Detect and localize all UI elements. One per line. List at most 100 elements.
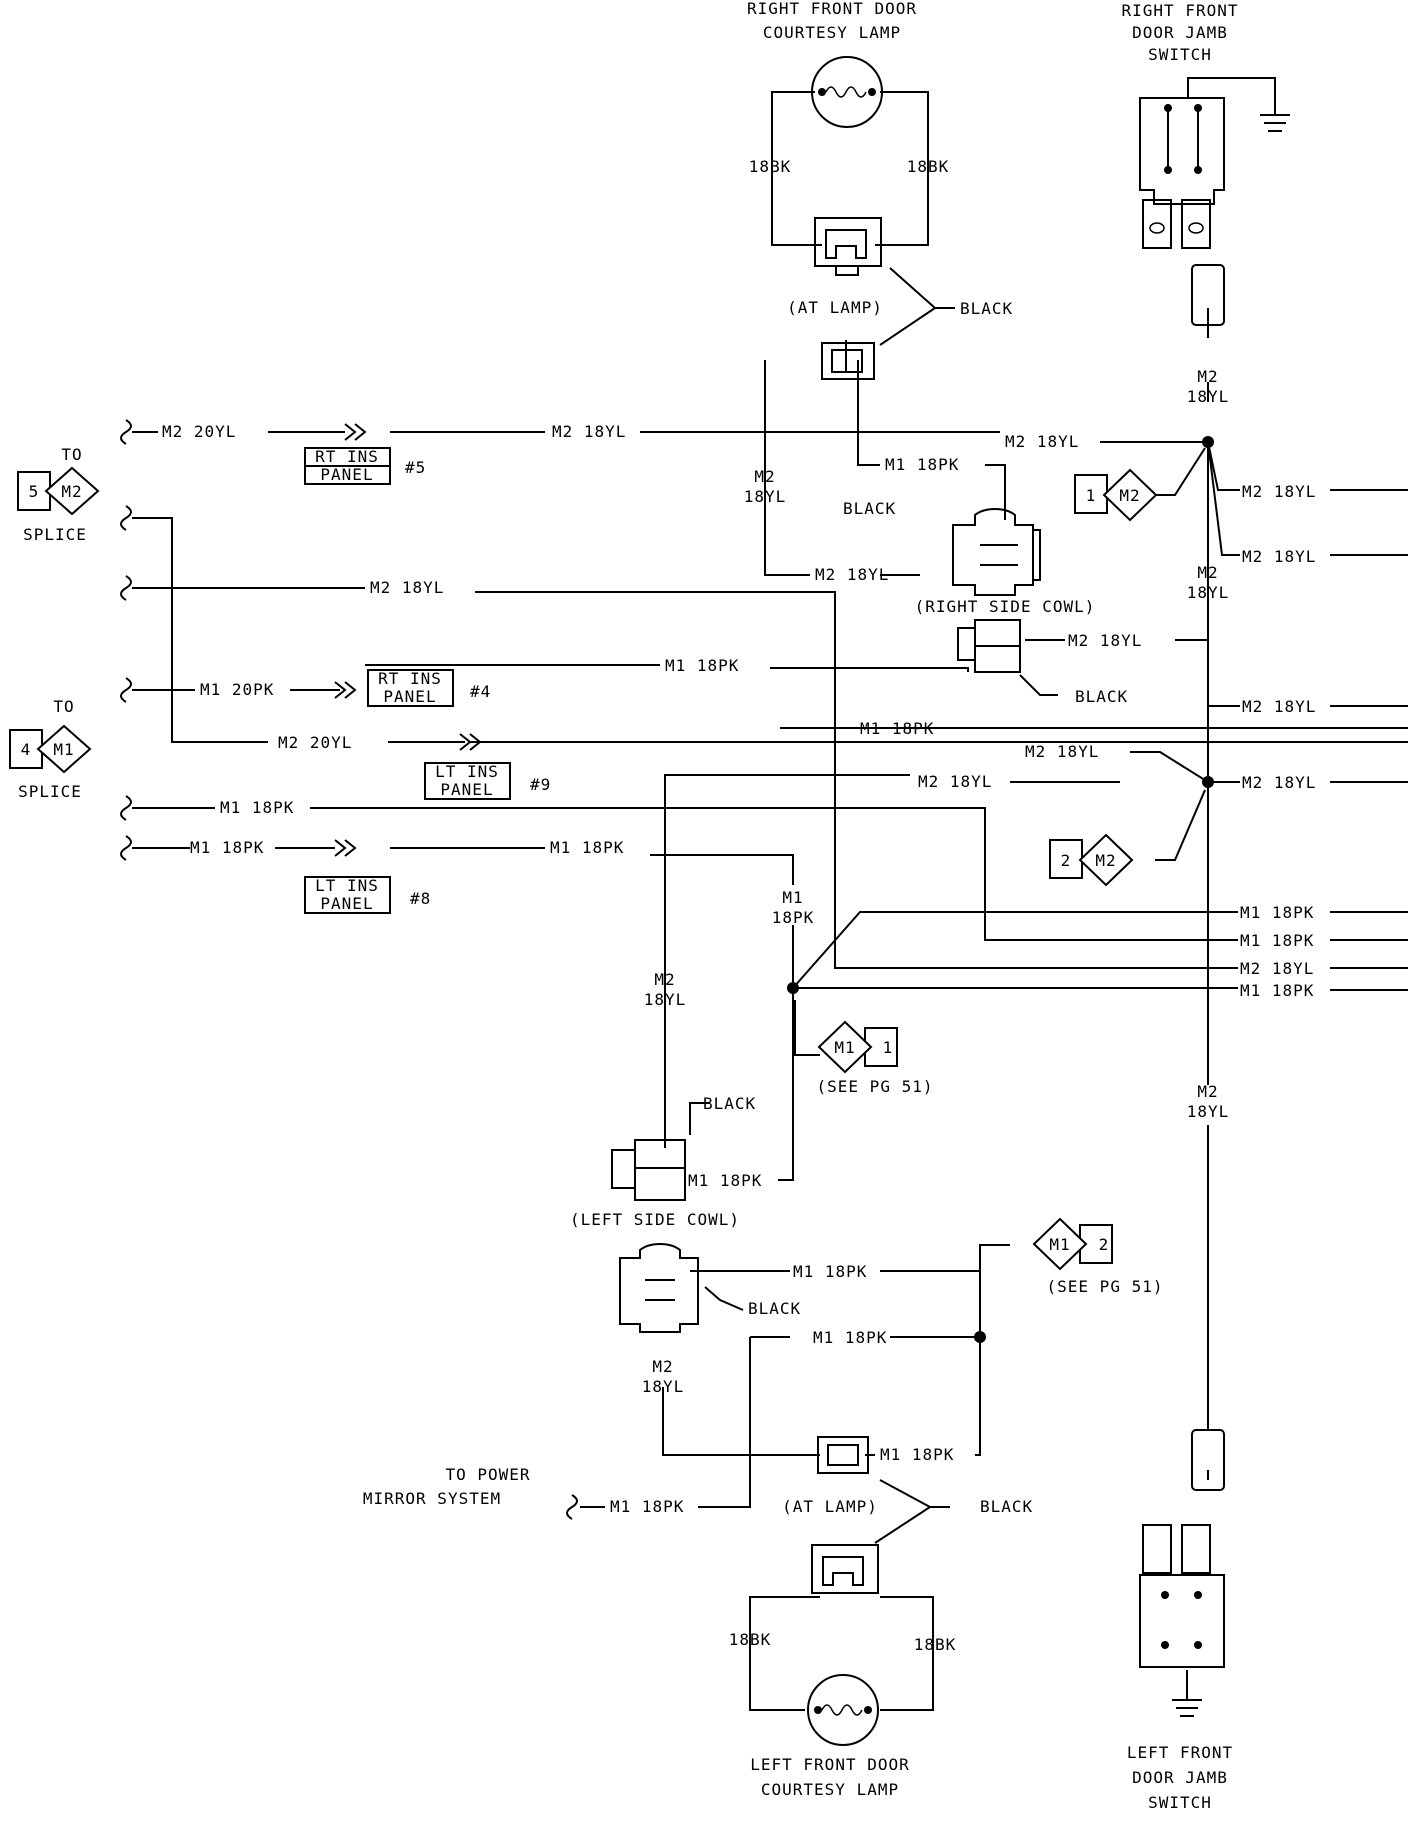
svg-text:SWITCH: SWITCH xyxy=(1148,45,1212,64)
svg-text:M1 18PK: M1 18PK xyxy=(220,798,294,817)
right-side-cowl-connector xyxy=(952,508,1041,596)
svg-text:M1 18PK: M1 18PK xyxy=(880,1445,954,1464)
svg-text:(AT LAMP): (AT LAMP) xyxy=(782,1497,878,1516)
svg-text:M2: M2 xyxy=(61,482,82,501)
lf-ground-icon xyxy=(1172,1699,1202,1717)
svg-text:BLACK: BLACK xyxy=(960,299,1013,318)
svg-text:(AT LAMP): (AT LAMP) xyxy=(787,298,883,317)
svg-text:2: 2 xyxy=(1061,851,1072,870)
svg-text:1: 1 xyxy=(883,1038,894,1057)
lt-ins-panel-9: LT INS PANEL #9 xyxy=(424,762,551,800)
left-side-cowl-connector xyxy=(611,1139,686,1201)
svg-text:M2 18YL: M2 18YL xyxy=(1005,432,1079,451)
svg-text:RT INS: RT INS xyxy=(315,447,379,466)
svg-text:PANEL: PANEL xyxy=(440,780,493,799)
svg-text:M2 18YL: M2 18YL xyxy=(1068,631,1142,650)
svg-text:M1: M1 xyxy=(53,740,74,759)
svg-text:M2 18YL: M2 18YL xyxy=(1242,697,1316,716)
svg-text:RIGHT FRONT: RIGHT FRONT xyxy=(1122,1,1239,20)
svg-text:M2 18YL: M2 18YL xyxy=(1242,482,1316,501)
svg-text:DOOR JAMB: DOOR JAMB xyxy=(1132,1768,1228,1787)
lf-courtesy-lamp xyxy=(807,1674,879,1746)
svg-text:M1 18PK: M1 18PK xyxy=(550,838,624,857)
svg-text:M1: M1 xyxy=(782,888,803,907)
lower-left-cowl-connector xyxy=(619,1243,699,1333)
svg-text:#9: #9 xyxy=(530,775,551,794)
svg-text:M1 18PK: M1 18PK xyxy=(1240,931,1314,950)
svg-text:18YL: 18YL xyxy=(1187,583,1230,602)
svg-text:M1: M1 xyxy=(834,1038,855,1057)
rf-door-jamb-switch xyxy=(1139,97,1225,326)
svg-text:M2 18YL: M2 18YL xyxy=(1025,742,1099,761)
splice-p2: M1 2 xyxy=(1032,1217,1113,1271)
wire-labels: M2 20YL M2 18YL M2 18YL M2 18YL M2 18YL … xyxy=(162,157,1316,1654)
svg-text:M1 18PK: M1 18PK xyxy=(793,1262,867,1281)
splice-p1: M1 1 xyxy=(817,1020,898,1074)
svg-text:#8: #8 xyxy=(410,889,431,908)
svg-text:M2: M2 xyxy=(1197,1082,1218,1101)
svg-text:M1 20PK: M1 20PK xyxy=(200,680,274,699)
component-labels: RIGHT FRONT DOOR COURTESY LAMP RIGHT FRO… xyxy=(18,0,1239,1812)
svg-text:M1: M1 xyxy=(1049,1235,1070,1254)
splice-s4: 4 M1 xyxy=(9,724,92,774)
svg-text:M2: M2 xyxy=(652,1357,673,1376)
svg-text:5: 5 xyxy=(29,482,40,501)
svg-text:2: 2 xyxy=(1099,1235,1110,1254)
svg-text:18BK: 18BK xyxy=(914,1635,957,1654)
svg-text:M2 18YL: M2 18YL xyxy=(552,422,626,441)
svg-text:LT INS: LT INS xyxy=(315,876,379,895)
top-at-lamp-connector xyxy=(821,340,875,380)
svg-text:M1 18PK: M1 18PK xyxy=(610,1497,684,1516)
junction-dots xyxy=(787,436,1214,1343)
svg-text:M2 18YL: M2 18YL xyxy=(815,565,889,584)
bottom-at-lamp-connector xyxy=(817,1436,869,1474)
svg-text:M1 18PK: M1 18PK xyxy=(860,719,934,738)
svg-text:BLACK: BLACK xyxy=(980,1497,1033,1516)
svg-text:LEFT FRONT DOOR: LEFT FRONT DOOR xyxy=(750,1755,910,1774)
svg-text:M1 18PK: M1 18PK xyxy=(665,656,739,675)
rt-ins-panel-4: RT INS PANEL #4 xyxy=(367,669,491,707)
svg-text:#4: #4 xyxy=(470,682,491,701)
svg-text:COURTESY LAMP: COURTESY LAMP xyxy=(761,1780,899,1799)
svg-text:M1 18PK: M1 18PK xyxy=(885,455,959,474)
right-cowl-small-connector xyxy=(957,619,1021,673)
svg-text:TO: TO xyxy=(61,445,82,464)
svg-text:18YL: 18YL xyxy=(1187,1102,1230,1121)
svg-text:(RIGHT SIDE COWL): (RIGHT SIDE COWL) xyxy=(915,597,1096,616)
wires xyxy=(132,77,1408,1711)
black-labels: BLACK BLACK BLACK BLACK BLACK BLACK xyxy=(703,299,1127,1516)
lt-ins-panel-8: LT INS PANEL #8 xyxy=(304,876,431,914)
svg-text:4: 4 xyxy=(21,740,32,759)
svg-text:M2: M2 xyxy=(1095,851,1116,870)
svg-text:1: 1 xyxy=(1086,486,1097,505)
svg-text:MIRROR SYSTEM: MIRROR SYSTEM xyxy=(363,1489,501,1508)
splice-r1: 1 M2 xyxy=(1074,468,1158,522)
svg-text:M1 18PK: M1 18PK xyxy=(813,1328,887,1347)
svg-text:M2: M2 xyxy=(654,970,675,989)
svg-text:PANEL: PANEL xyxy=(383,687,436,706)
svg-text:18YL: 18YL xyxy=(644,990,687,1009)
svg-text:PANEL: PANEL xyxy=(320,465,373,484)
svg-text:M1 18PK: M1 18PK xyxy=(688,1171,762,1190)
svg-text:#5: #5 xyxy=(405,458,426,477)
splice-r2: 2 M2 xyxy=(1049,833,1134,887)
svg-text:(LEFT SIDE COWL): (LEFT SIDE COWL) xyxy=(570,1210,740,1229)
svg-text:TO POWER: TO POWER xyxy=(445,1465,530,1484)
svg-text:M2: M2 xyxy=(1197,367,1218,386)
svg-text:LEFT FRONT: LEFT FRONT xyxy=(1127,1743,1233,1762)
lf-lamp-connector xyxy=(811,1544,879,1594)
svg-text:M1 18PK: M1 18PK xyxy=(1240,903,1314,922)
svg-text:M2: M2 xyxy=(1119,486,1140,505)
svg-text:M2 18YL: M2 18YL xyxy=(1242,547,1316,566)
rf-lamp-connector xyxy=(814,217,882,276)
svg-text:RT INS: RT INS xyxy=(378,669,442,688)
svg-text:BLACK: BLACK xyxy=(703,1094,756,1113)
svg-text:DOOR JAMB: DOOR JAMB xyxy=(1132,23,1228,42)
svg-text:M1 18PK: M1 18PK xyxy=(190,838,264,857)
rf-ground-icon xyxy=(1260,114,1290,132)
svg-text:SPLICE: SPLICE xyxy=(18,782,82,801)
svg-text:BLACK: BLACK xyxy=(843,499,896,518)
svg-text:LT INS: LT INS xyxy=(435,762,499,781)
svg-text:18YL: 18YL xyxy=(642,1377,685,1396)
